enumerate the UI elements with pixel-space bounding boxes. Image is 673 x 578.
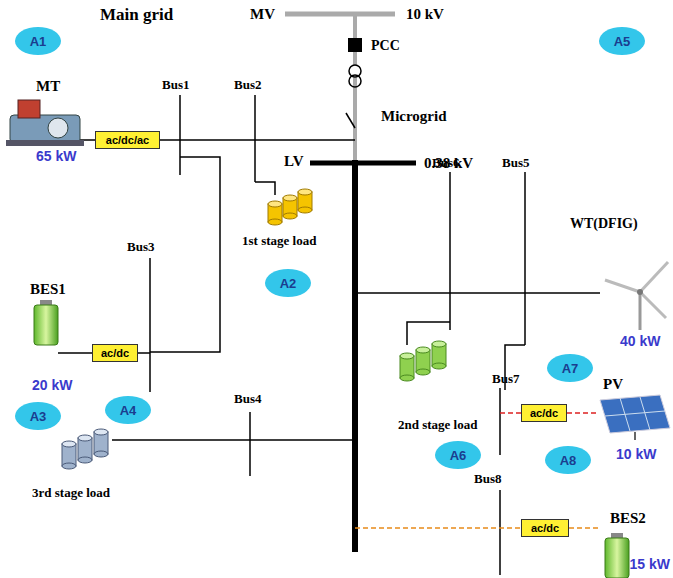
part-label: Bus2: [234, 78, 261, 92]
area-ellipse: A1: [15, 27, 61, 55]
area-label: A8: [560, 453, 577, 468]
converter-box: ac/dc: [521, 404, 567, 422]
converter-box: ac/dc: [521, 519, 569, 537]
area-label: A3: [30, 409, 47, 424]
part-label: BES2: [610, 510, 646, 527]
area-ellipse: A8: [545, 446, 591, 474]
part-label: Bus5: [502, 156, 529, 170]
area-ellipse: A2: [265, 269, 311, 297]
area-ellipse: A4: [105, 396, 151, 424]
part-label: PV: [603, 376, 623, 393]
part-label: 3rd stage load: [32, 486, 110, 500]
part-label: WT(DFIG): [570, 216, 638, 231]
part-label: Bus1: [162, 78, 189, 92]
part-label: MV: [250, 6, 275, 23]
area-ellipse: A6: [435, 441, 481, 469]
area-label: A4: [120, 403, 137, 418]
converter-label: ac/dc: [101, 347, 129, 359]
pv-panel: [600, 395, 670, 440]
area-ellipse: A3: [15, 402, 61, 430]
area-label: A2: [280, 276, 297, 291]
part-label: MT: [36, 78, 60, 95]
part-label: 2nd stage load: [398, 418, 477, 432]
converter-label: ac/dc: [531, 522, 559, 534]
converter-label: ac/dc: [530, 407, 558, 419]
area-ellipse: A7: [547, 354, 593, 382]
microturbine: [6, 100, 84, 146]
wind-turbine: [605, 262, 668, 330]
rating-label: 20 kW: [32, 378, 72, 393]
converter-label: ac/dc/ac: [106, 134, 149, 146]
part-label: Bus4: [234, 392, 261, 406]
rating-label: 40 kW: [620, 334, 660, 349]
part-label: Bus6: [432, 156, 459, 170]
part-label: PCC: [371, 38, 400, 53]
part-label: Microgrid: [381, 108, 447, 125]
rating-label: 65 kW: [36, 149, 76, 164]
part-label: Bus3: [127, 240, 154, 254]
part-label: 10 kV: [406, 6, 444, 23]
part-label: 1st stage load: [242, 234, 316, 248]
area-label: A5: [614, 34, 631, 49]
part-label: Bus8: [474, 472, 501, 486]
part-label: Main grid: [100, 6, 173, 25]
area-label: A7: [562, 361, 579, 376]
rating-label: 15 kW: [630, 557, 670, 572]
part-label: LV: [284, 153, 303, 170]
converter-box: ac/dc/ac: [95, 131, 160, 149]
area-label: A1: [30, 34, 47, 49]
rating-label: 10 kW: [616, 447, 656, 462]
area-ellipse: A5: [599, 27, 645, 55]
area-label: A6: [450, 448, 467, 463]
part-label: BES1: [30, 281, 66, 298]
part-label: Bus7: [492, 372, 519, 386]
converter-box: ac/dc: [92, 344, 138, 362]
